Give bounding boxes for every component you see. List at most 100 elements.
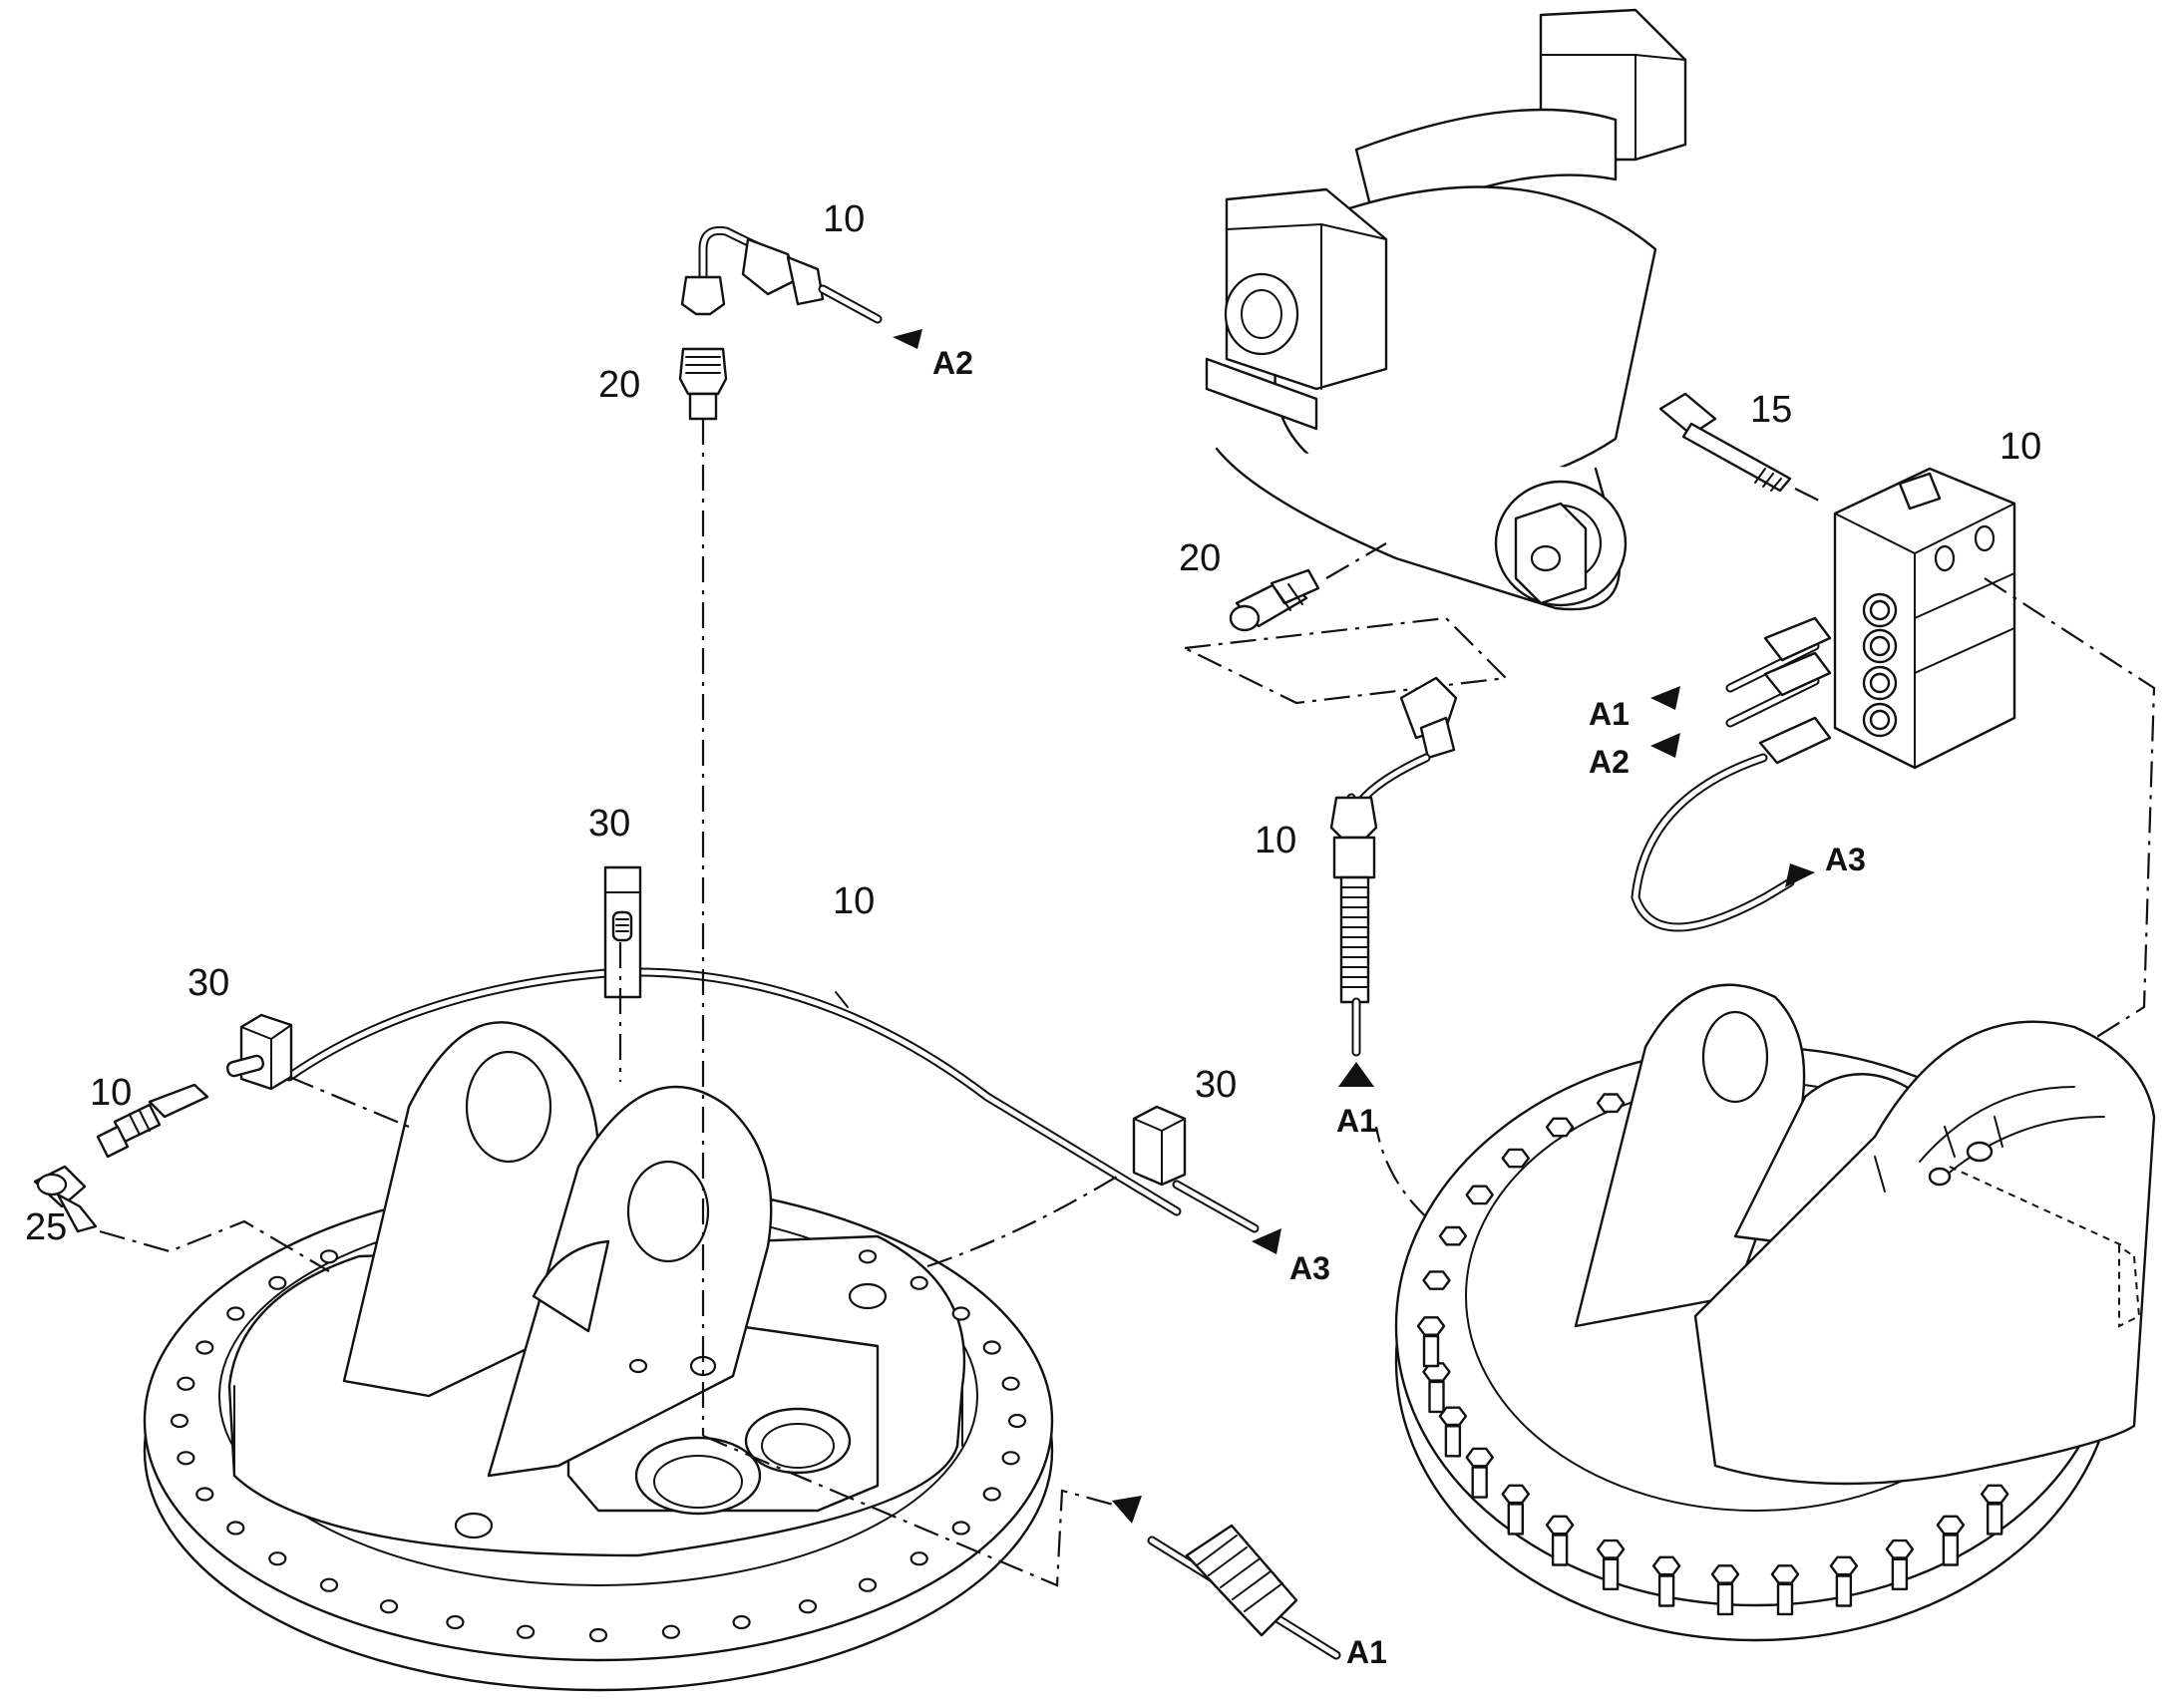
hex-bolt — [1596, 1093, 1626, 1114]
hex-bolt — [1710, 1564, 1740, 1584]
callout-10-pipe: 10 — [833, 880, 875, 922]
leader-lines-left — [99, 1075, 1118, 1587]
left-bracket-rear-lug — [342, 1021, 600, 1398]
hex-bolt — [1465, 1447, 1494, 1468]
callout-30-left: 30 — [187, 962, 229, 1004]
bolt-hole-ring — [170, 1249, 1027, 1643]
hex-bolt — [1438, 1225, 1468, 1246]
callout-15: 15 — [1750, 389, 1792, 431]
grease-nipple-top — [678, 347, 728, 1436]
hex-bolt — [1885, 1538, 1915, 1559]
bolt-shank — [1551, 1534, 1569, 1566]
callout-30-top: 30 — [588, 803, 630, 845]
bolt-hole — [226, 1306, 245, 1321]
hex-bolt — [1501, 1148, 1531, 1169]
bolt-shank — [1428, 1380, 1445, 1414]
ref-a3-left: A3 — [1289, 1250, 1330, 1286]
hex-bolt — [1501, 1484, 1531, 1505]
hex-bolt — [1980, 1484, 2009, 1505]
block-plug-inner — [1869, 599, 1891, 621]
pipe-clip-left — [225, 1013, 293, 1091]
callout-20-right: 20 — [1179, 537, 1221, 579]
bolt-hole — [732, 1614, 751, 1630]
distribution-block — [1833, 467, 2016, 770]
bolt-shank — [1602, 1557, 1620, 1591]
bolt-shank — [1716, 1582, 1734, 1616]
bolt-hole — [909, 1551, 928, 1566]
bolt-shank — [1776, 1582, 1794, 1616]
bolt-shank — [1422, 1334, 1440, 1368]
bolt-shank — [1942, 1534, 1960, 1566]
ref-a2-block: A2 — [1589, 744, 1630, 780]
tee-fitting-25 — [33, 1165, 98, 1233]
bolt-shank — [1657, 1574, 1675, 1607]
callout-20-top: 20 — [598, 364, 640, 406]
bolt-hole — [951, 1306, 970, 1321]
bolt-hole — [170, 1413, 189, 1429]
callout-10-top: 10 — [823, 198, 865, 240]
bolt-hole — [661, 1624, 681, 1639]
hex-bolt — [1651, 1555, 1681, 1576]
bolt-hole — [319, 1249, 339, 1264]
hex-bolt — [1465, 1185, 1494, 1205]
bolt-shank — [1835, 1574, 1853, 1607]
ref-a1-hose: A1 — [1336, 1103, 1377, 1139]
bolt-shank — [1986, 1503, 2003, 1536]
callout-10-left: 10 — [90, 1072, 132, 1114]
bolt-hole — [1001, 1376, 1020, 1391]
callout-10-hose: 10 — [1255, 820, 1296, 861]
bolt-hole — [982, 1340, 1001, 1355]
bolt-hole — [858, 1249, 878, 1264]
connector-fitting-left — [96, 1083, 209, 1159]
arrow-a3-left — [1252, 1228, 1281, 1254]
hex-bolt — [1416, 1316, 1446, 1336]
bolt-hole — [909, 1275, 928, 1290]
hex-bolt — [1936, 1515, 1966, 1536]
bolt-hole — [379, 1599, 399, 1614]
hex-bolt — [1545, 1117, 1575, 1138]
elbow-pipe-top — [680, 225, 883, 324]
yoke-bracket — [1205, 8, 1687, 611]
bolt-hole — [951, 1521, 970, 1536]
bolt-hole — [588, 1627, 608, 1643]
bolt-hole — [226, 1521, 245, 1536]
left-bracket-front-lug — [487, 1085, 773, 1478]
hex-bolt — [1422, 1270, 1451, 1290]
bolt-shank — [1444, 1425, 1462, 1458]
hex-bolt — [1545, 1515, 1575, 1536]
arrow-a3-block — [1785, 863, 1815, 887]
bolt-hole — [195, 1487, 214, 1502]
pipe-clip-right — [1132, 1105, 1260, 1233]
bolt-hole — [177, 1376, 195, 1391]
hex-bolt — [1438, 1406, 1468, 1427]
hose-vertical — [1181, 616, 1509, 1057]
callout-10-block: 10 — [1999, 426, 2041, 468]
bolt-shank — [1891, 1557, 1909, 1591]
bolt-shank — [1471, 1466, 1488, 1499]
ref-a1-block: A1 — [1589, 696, 1630, 732]
bolt-hole — [177, 1451, 195, 1466]
bolt-15 — [1658, 392, 1826, 505]
block-plug-inner — [1869, 672, 1891, 694]
arrow-a1-hose — [1338, 1062, 1374, 1087]
grease-nipple-right — [1229, 542, 1387, 632]
block-plug-inner — [1869, 709, 1891, 731]
hex-bolt — [1596, 1538, 1626, 1559]
ref-a2-top: A2 — [932, 345, 973, 381]
bolt-hole — [319, 1577, 339, 1592]
hex-bolt — [1770, 1564, 1800, 1584]
ref-a3-block: A3 — [1825, 842, 1866, 877]
arrow-a2-block — [1650, 733, 1680, 758]
bolt-hole — [195, 1340, 214, 1355]
bolt-shank — [1507, 1503, 1525, 1536]
hex-bolt — [1422, 1362, 1451, 1382]
arrow-a2-top — [893, 329, 922, 349]
bolt-hole — [268, 1275, 287, 1290]
ref-a1-bottom: A1 — [1346, 1634, 1387, 1670]
right-hub-assembly — [1394, 983, 2156, 1642]
bolt-hole — [858, 1577, 878, 1592]
callout-25: 25 — [25, 1206, 67, 1248]
bolt-hole — [446, 1614, 465, 1630]
pipe-clip-top — [603, 865, 642, 1082]
